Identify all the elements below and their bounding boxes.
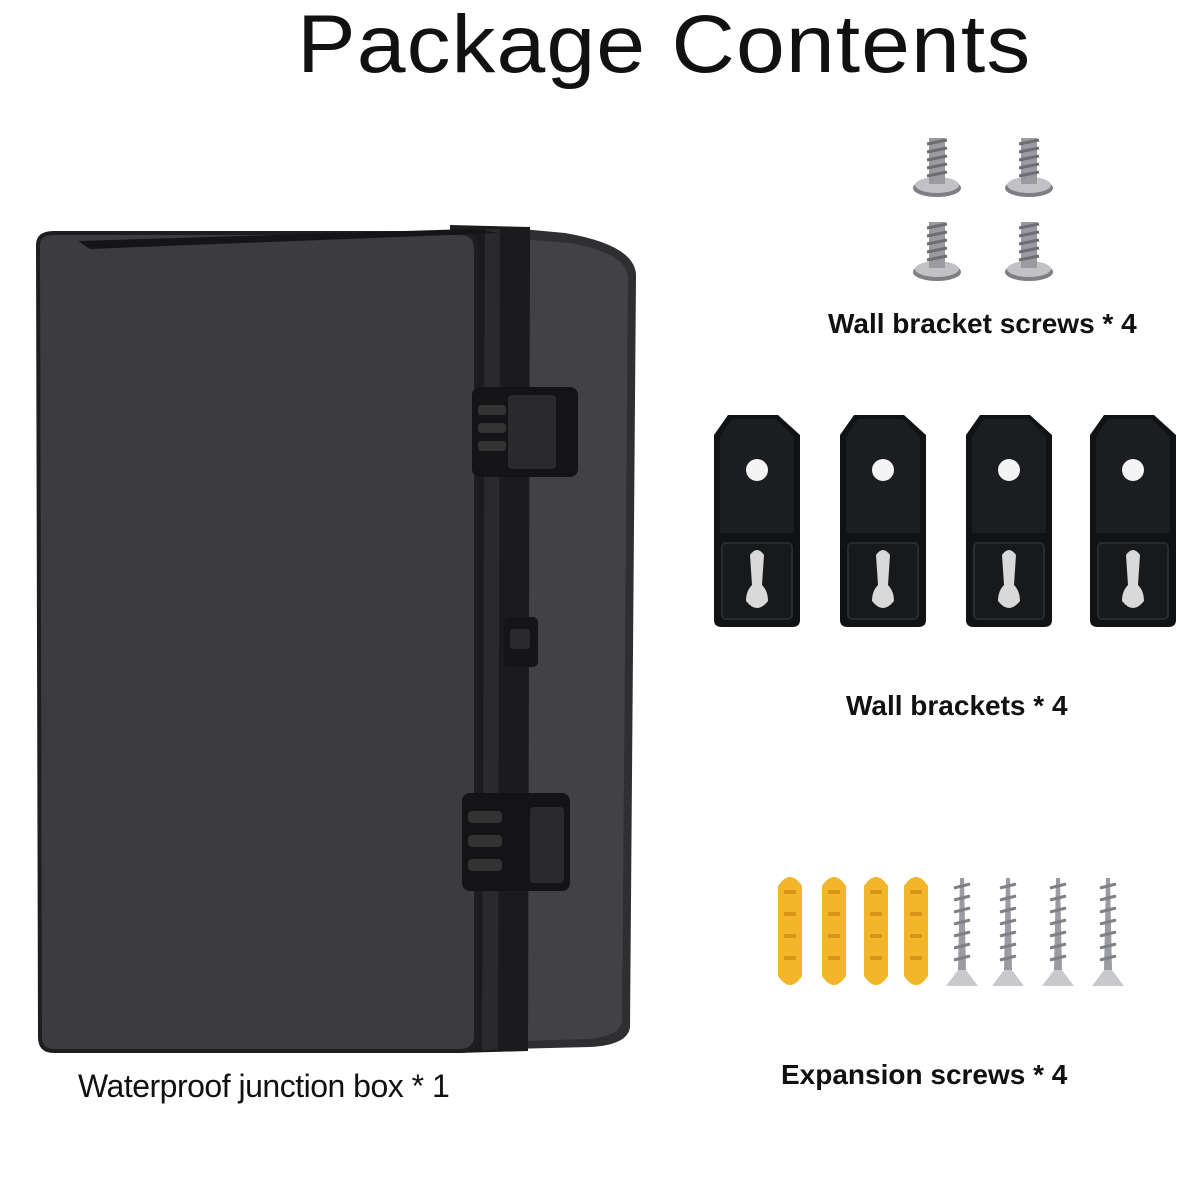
lower-latch (462, 793, 570, 891)
junction-box-label: Waterproof junction box * 1 (78, 1068, 450, 1104)
junction-box-image (35, 225, 636, 1053)
wall-bracket-screws-image (913, 138, 1053, 281)
wall-brackets-image (714, 415, 1176, 627)
page-title: Package Contents (297, 0, 1032, 90)
upper-latch (472, 387, 578, 477)
expansion-screws-image (778, 877, 1124, 986)
wall-brackets-label: Wall brackets * 4 (846, 690, 1068, 721)
wall-bracket-screws-label: Wall bracket screws * 4 (828, 308, 1137, 339)
expansion-screws-label: Expansion screws * 4 (781, 1059, 1068, 1090)
